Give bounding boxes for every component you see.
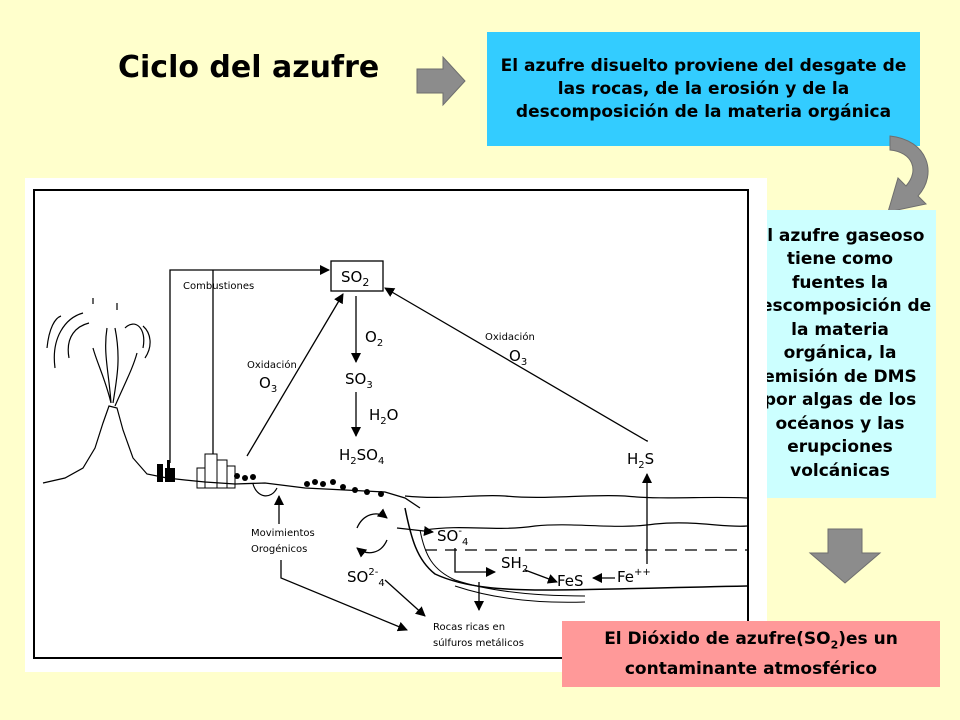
right-arrow-icon — [416, 55, 466, 107]
recycle-arrows — [356, 508, 388, 558]
so2-label: SO2 — [341, 268, 369, 289]
trees-middle — [304, 479, 384, 497]
fes-label: FeS — [557, 572, 584, 590]
sh2-to-fes-arrow — [524, 569, 558, 584]
so4-to-rocas-arrow — [384, 579, 426, 617]
movimientos-to-rocas-arrow — [280, 560, 408, 632]
h2s-label: H2S — [627, 450, 654, 471]
dissolved-sulfur-text: El azufre disuelto proviene del desgate … — [500, 55, 907, 122]
down-arrow-icon — [808, 528, 882, 584]
oxidacion-left-label: Oxidación — [247, 359, 297, 371]
sulfur-cycle-diagram: SO2 Combustiones Oxidación O3 Oxidación … — [25, 178, 767, 672]
fe-label: Fe++ — [617, 567, 651, 586]
movimientos-label-2: Orogénicos — [251, 543, 307, 555]
oxidacion-right-label: Oxidación — [485, 331, 535, 343]
movimientos-label-1: Movimientos — [251, 528, 315, 539]
so4-top-label: SO-4 — [437, 526, 468, 548]
sea-surface — [404, 494, 748, 499]
volcano — [42, 298, 168, 484]
dissolved-sulfur-box: El azufre disuelto proviene del desgate … — [487, 32, 920, 146]
o2-label: O2 — [365, 328, 383, 349]
sea-wave — [424, 522, 748, 531]
seabed-slope — [404, 507, 748, 591]
combustiones-arrow — [169, 265, 330, 463]
rocas-label-2: súlfuros metálicos — [433, 637, 524, 649]
curved-arrow-icon — [887, 135, 929, 213]
factory-icon — [157, 460, 175, 482]
so3-label: SO3 — [345, 370, 373, 391]
gaseous-sulfur-box: El azufre gaseoso tiene como fuentes la … — [744, 210, 936, 498]
gaseous-sulfur-text: El azufre gaseoso tiene como fuentes la … — [748, 225, 932, 481]
ground-pit — [252, 483, 278, 497]
trees-left — [234, 473, 256, 481]
diagram-frame — [33, 189, 749, 659]
so2-pollutant-text-part2: )es un contaminante atmosférico — [624, 628, 898, 680]
combustiones-label: Combustiones — [183, 281, 254, 292]
so2-pollutant-text: El Dióxido de azufre(SO2)es un contamina… — [568, 627, 934, 681]
ground-to-so4-arrow — [396, 526, 434, 536]
so2-box — [330, 260, 384, 292]
so2-pollutant-text-part1: El Dióxido de azufre(SO — [604, 628, 831, 649]
seabed-layer-2 — [454, 585, 586, 603]
seabed-layer — [419, 529, 586, 597]
oxidation-right-arrow — [384, 287, 648, 443]
rocas-label-1: Rocas ricas en — [433, 622, 505, 633]
o3-right-label: O3 — [509, 347, 527, 368]
so2-pollutant-sub: 2 — [830, 638, 839, 652]
h2so4-label: H2SO4 — [339, 446, 384, 467]
page-title: Ciclo del azufre — [118, 50, 380, 85]
so4-bottom-label: SO2-4 — [347, 567, 385, 589]
h2o-label: H2O — [369, 406, 398, 427]
so4-to-sh2-arrow — [454, 548, 496, 577]
sh2-label: SH2 — [501, 554, 528, 575]
city-icon — [196, 453, 236, 489]
oxidation-left-arrow — [246, 293, 344, 457]
ground-line — [166, 477, 421, 509]
so2-pollutant-box: El Dióxido de azufre(SO2)es un contamina… — [562, 621, 940, 687]
o3-left-label: O3 — [259, 374, 277, 395]
